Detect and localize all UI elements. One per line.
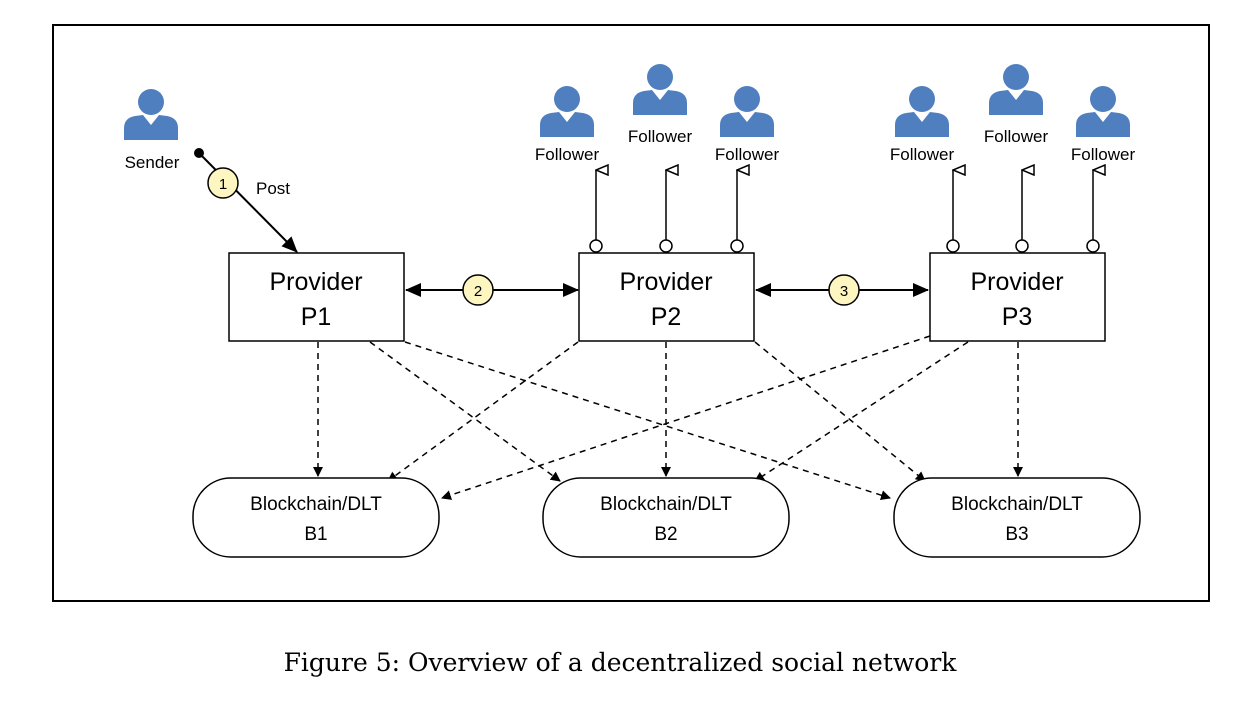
follower-label: Follower bbox=[715, 145, 780, 164]
blockchain-b3-title: Blockchain/DLT bbox=[951, 494, 1083, 515]
follower-link-origin bbox=[659, 239, 673, 253]
link-p3-b1 bbox=[441, 335, 931, 500]
blockchain-b1: Blockchain/DLT B1 bbox=[192, 477, 440, 558]
post-arrow: 1 Post bbox=[194, 148, 298, 253]
follower-2: Follower bbox=[628, 64, 693, 146]
provider-p2: Provider P2 bbox=[578, 252, 755, 342]
provider-p2-title: Provider bbox=[619, 268, 712, 296]
follower-label: Follower bbox=[628, 127, 693, 146]
blockchain-b3-id: B3 bbox=[1005, 524, 1028, 545]
follower-person-icon bbox=[633, 64, 687, 115]
link-p1-b2 bbox=[369, 341, 561, 482]
link-p2-b1 bbox=[387, 341, 579, 482]
follower-link-origin bbox=[1015, 239, 1029, 253]
follower-link-origin bbox=[589, 239, 603, 253]
provider-p3-id: P3 bbox=[1002, 303, 1033, 331]
follower-person-icon bbox=[895, 86, 949, 137]
blockchain-b1-title: Blockchain/DLT bbox=[250, 494, 382, 515]
step-1-number: 1 bbox=[219, 176, 227, 193]
provider-links: 2 3 bbox=[405, 274, 929, 306]
blockchain-b2-id: B2 bbox=[654, 524, 677, 545]
step-3-badge bbox=[828, 274, 860, 306]
follower-link-origin bbox=[730, 239, 744, 253]
blockchain-b2-title: Blockchain/DLT bbox=[600, 494, 732, 515]
follower-link-origin bbox=[946, 239, 960, 253]
link-p3-b2 bbox=[754, 341, 969, 482]
follower-person-icon bbox=[720, 86, 774, 137]
follower-label: Follower bbox=[535, 145, 600, 164]
followers-p2: Follower Follower Follower bbox=[535, 64, 780, 164]
follower-label: Follower bbox=[890, 145, 955, 164]
post-origin-dot bbox=[194, 148, 204, 158]
blockchain-b2: Blockchain/DLT B2 bbox=[542, 477, 790, 558]
follower-person-icon bbox=[1076, 86, 1130, 137]
provider-p3: Provider P3 bbox=[929, 252, 1106, 342]
followers-p3: Follower Follower Follower bbox=[890, 64, 1136, 164]
provider-p1-title: Provider bbox=[269, 268, 362, 296]
provider-p2-id: P2 bbox=[651, 303, 682, 331]
follower-person-icon bbox=[989, 64, 1043, 115]
follower-links bbox=[589, 170, 1100, 253]
follower-4: Follower bbox=[890, 86, 955, 164]
blockchain-b1-id: B1 bbox=[304, 524, 327, 545]
follower-person-icon bbox=[540, 86, 594, 137]
follower-6: Follower bbox=[1071, 86, 1136, 164]
sender-person-icon bbox=[124, 89, 178, 140]
link-p1-b3 bbox=[404, 341, 891, 501]
step-2-badge bbox=[462, 274, 494, 306]
provider-p3-title: Provider bbox=[970, 268, 1063, 296]
follower-label: Follower bbox=[1071, 145, 1136, 164]
follower-link-origin bbox=[1086, 239, 1100, 253]
sender: Sender bbox=[124, 89, 180, 172]
figure-frame bbox=[52, 24, 1210, 602]
follower-5: Follower bbox=[984, 64, 1049, 146]
figure-caption: Figure 5: Overview of a decentralized so… bbox=[283, 648, 957, 677]
blockchain-b3: Blockchain/DLT B3 bbox=[893, 477, 1141, 558]
provider-p1: Provider P1 bbox=[228, 252, 405, 342]
step-1-badge bbox=[207, 167, 239, 199]
follower-label: Follower bbox=[984, 127, 1049, 146]
provider-p1-id: P1 bbox=[301, 303, 332, 331]
step-2-number: 2 bbox=[474, 283, 482, 300]
provider-blockchain-links bbox=[313, 335, 1023, 501]
step-3-number: 3 bbox=[840, 283, 848, 300]
follower-3: Follower bbox=[715, 86, 780, 164]
link-p2-b3 bbox=[754, 341, 926, 482]
post-label: Post bbox=[256, 179, 290, 198]
sender-label: Sender bbox=[125, 153, 180, 172]
follower-1: Follower bbox=[535, 86, 600, 164]
